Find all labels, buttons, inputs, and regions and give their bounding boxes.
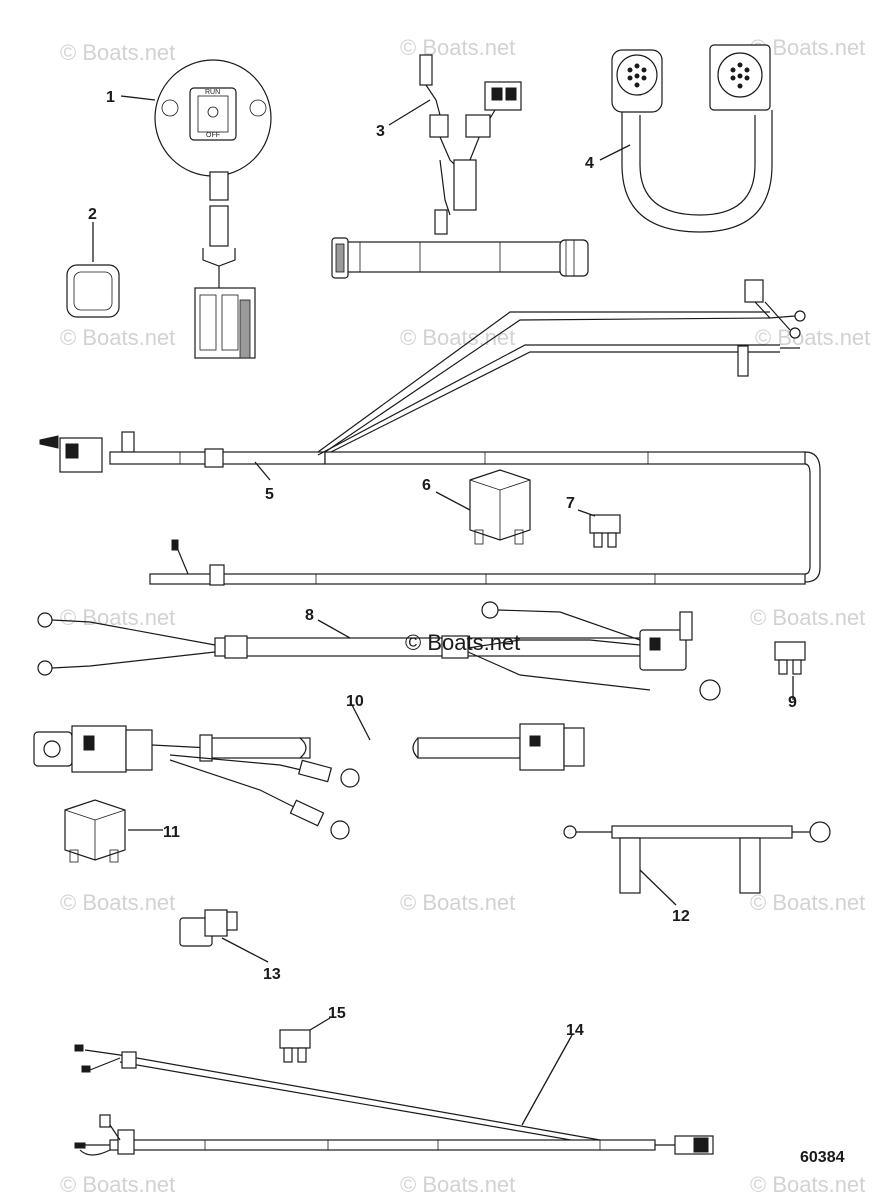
callout-11: 11 bbox=[163, 824, 180, 841]
watermark: © Boats.net bbox=[400, 325, 515, 350]
callout-3: 3 bbox=[376, 123, 385, 140]
diagram-number: 60384 bbox=[800, 1149, 845, 1166]
watermark: © Boats.net bbox=[400, 35, 515, 60]
watermark: © Boats.net bbox=[60, 325, 175, 350]
part-12-cable[interactable] bbox=[563, 821, 831, 894]
watermark: © Boats.net bbox=[60, 605, 175, 630]
part-9-fuse[interactable] bbox=[774, 641, 806, 675]
callout-9: 9 bbox=[788, 694, 797, 711]
callout-5: 5 bbox=[265, 486, 274, 503]
part-15-fuse[interactable] bbox=[279, 1029, 311, 1063]
part-7-fuse[interactable] bbox=[589, 514, 621, 548]
callout-4: 4 bbox=[585, 155, 594, 172]
main-watermark: © Boats.net bbox=[405, 630, 520, 655]
part-13-switch[interactable] bbox=[179, 909, 238, 947]
callout-layer: 1 2 3 4 5 6 7 8 9 10 11 12 13 14 15 bbox=[88, 89, 797, 1039]
watermark: © Boats.net bbox=[750, 890, 865, 915]
part-2-cap[interactable] bbox=[66, 264, 120, 318]
watermark: © Boats.net bbox=[60, 40, 175, 65]
watermark: © Boats.net bbox=[750, 605, 865, 630]
part-1-stop-switch[interactable]: RUN OFF bbox=[154, 59, 272, 359]
part-5-main-harness[interactable] bbox=[39, 279, 821, 586]
part-3-harness-branch[interactable] bbox=[331, 54, 589, 279]
watermark: © Boats.net bbox=[755, 325, 870, 350]
part-10-harness[interactable] bbox=[33, 723, 585, 840]
watermark: © Boats.net bbox=[400, 890, 515, 915]
callout-15: 15 bbox=[328, 1005, 346, 1022]
part-8-battery-harness[interactable] bbox=[37, 601, 721, 701]
switch-off-label: OFF bbox=[206, 132, 220, 139]
watermark: © Boats.net bbox=[750, 1172, 865, 1197]
watermark: © Boats.net bbox=[400, 1172, 515, 1197]
callout-12: 12 bbox=[672, 908, 690, 925]
callout-8: 8 bbox=[305, 607, 314, 624]
part-6-relay[interactable] bbox=[469, 469, 531, 545]
callout-10: 10 bbox=[346, 693, 364, 710]
callout-6: 6 bbox=[422, 477, 431, 494]
callout-14: 14 bbox=[566, 1022, 584, 1039]
callout-13: 13 bbox=[263, 966, 281, 983]
part-14-harness[interactable] bbox=[74, 1044, 714, 1156]
switch-run-label: RUN bbox=[205, 89, 220, 96]
callout-2: 2 bbox=[88, 206, 97, 223]
callout-1: 1 bbox=[106, 89, 115, 106]
watermark: © Boats.net bbox=[60, 890, 175, 915]
leader-lines bbox=[92, 95, 794, 1126]
part-11-relay[interactable] bbox=[64, 799, 126, 863]
part-4-u-harness[interactable] bbox=[611, 44, 773, 233]
watermark: © Boats.net bbox=[60, 1172, 175, 1197]
callout-7: 7 bbox=[566, 495, 575, 512]
watermark-layer: © Boats.net © Boats.net © Boats.net © Bo… bbox=[60, 35, 870, 1197]
